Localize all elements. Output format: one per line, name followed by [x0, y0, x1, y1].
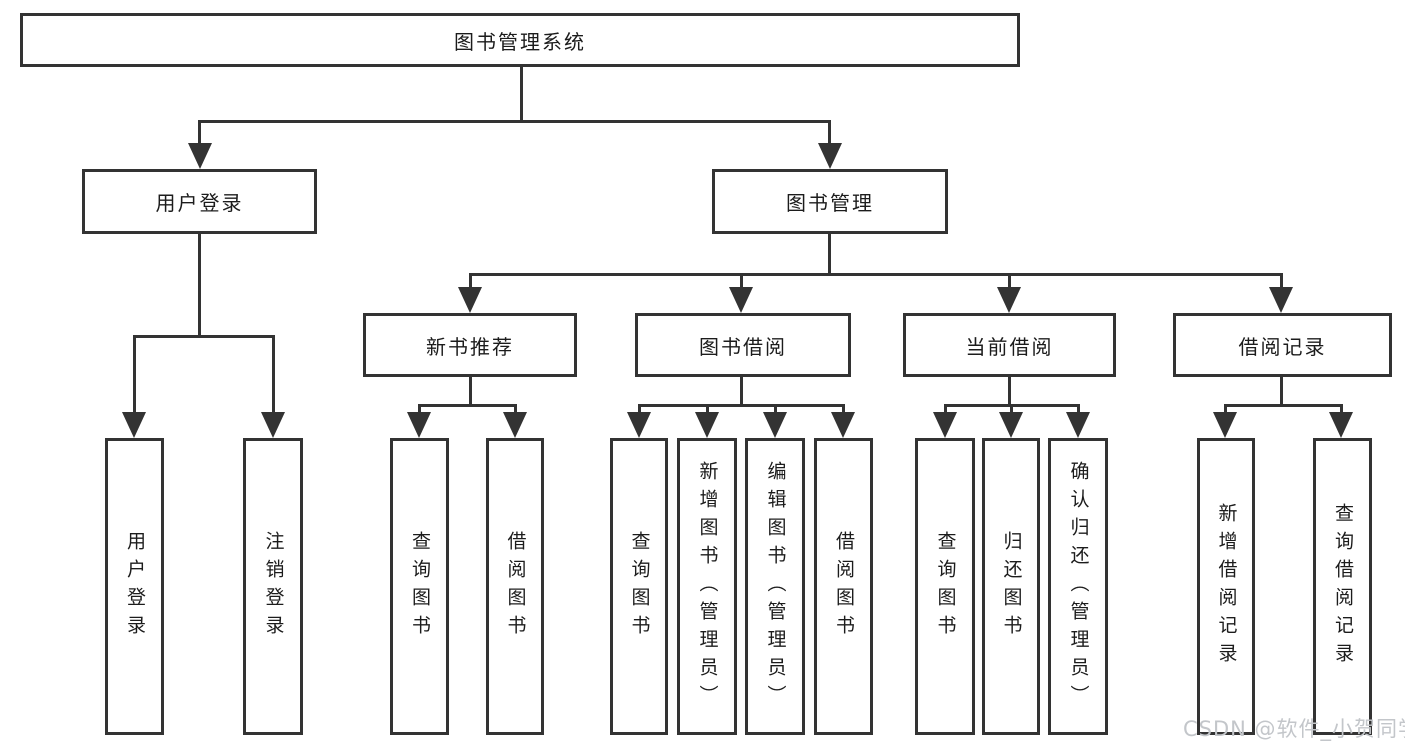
- arrow-down-icon: [1329, 412, 1353, 438]
- connector-book-management-stem: [828, 233, 831, 276]
- node-book-management: 图书管理: [712, 169, 948, 234]
- node-label: 注销登录: [262, 530, 285, 643]
- node-label: 确认归还（管理员）: [1067, 460, 1090, 713]
- node-label: 图书管理系统: [454, 29, 586, 54]
- node-label: 查询借阅记录: [1332, 502, 1354, 671]
- connector-drop-book-borrowing: [740, 273, 743, 291]
- connector-user-login-bar: [133, 335, 275, 338]
- arrow-down-icon: [933, 412, 957, 438]
- connector-drop-leaf: [1224, 404, 1227, 416]
- arrow-down-icon: [1066, 412, 1090, 438]
- leaf-query-borrow-record: 查询借阅记录: [1313, 438, 1372, 735]
- connector-level3-bar: [469, 273, 1283, 276]
- node-label: 图书管理: [786, 191, 874, 215]
- node-label: 用户登录: [155, 191, 244, 215]
- connector-drop-leaf: [1077, 404, 1080, 416]
- connector-drop-user-login: [198, 120, 201, 146]
- connector-book-borrowing-bar: [638, 404, 844, 407]
- connector-drop-leaf: [418, 404, 421, 416]
- connector-level2-bar: [198, 120, 831, 123]
- leaf-query-book-current: 查询图书: [915, 438, 975, 735]
- leaf-user-login: 用户登录: [105, 438, 164, 735]
- connector-drop-leaf: [1010, 404, 1013, 416]
- node-label: 新增借阅记录: [1215, 502, 1238, 671]
- leaf-add-borrow-record: 新增借阅记录: [1197, 438, 1255, 735]
- node-label: 查询图书: [628, 530, 651, 643]
- connector-drop-new-book-recommend: [469, 273, 472, 291]
- connector-drop-leaf: [514, 404, 517, 416]
- connector-user-login-stem: [198, 233, 201, 338]
- node-label: 借阅图书: [833, 530, 855, 643]
- node-label: 借阅记录: [1238, 334, 1327, 359]
- connector-current-borrowing-stem: [1008, 377, 1011, 407]
- leaf-edit-book-admin: 编辑图书（管理员）: [745, 438, 805, 735]
- arrow-down-icon: [407, 412, 431, 438]
- node-label: 图书借阅: [699, 334, 787, 359]
- arrow-down-icon: [831, 412, 855, 438]
- leaf-confirm-return-admin: 确认归还（管理员）: [1048, 438, 1108, 735]
- connector-borrowing-records-stem: [1280, 377, 1283, 407]
- connector-root-stem: [520, 66, 523, 123]
- arrow-down-icon: [695, 412, 719, 438]
- connector-drop-leaf: [638, 404, 641, 416]
- connector-borrowing-records-bar: [1224, 404, 1343, 407]
- node-label: 用户登录: [124, 530, 146, 643]
- connector-drop-leaf: [706, 404, 709, 416]
- arrow-down-icon: [627, 412, 651, 438]
- node-user-login: 用户登录: [82, 169, 317, 234]
- connector-new-book-recommend-bar: [418, 404, 517, 407]
- arrow-down-icon: [503, 412, 527, 438]
- node-label: 编辑图书（管理员）: [764, 460, 787, 713]
- connector-drop-leaf: [842, 404, 845, 416]
- arrow-down-icon: [188, 143, 212, 169]
- node-new-book-recommend: 新书推荐: [363, 313, 577, 377]
- node-library-management-system: 图书管理系统: [20, 13, 1020, 67]
- connector-drop-leaf-user-login: [133, 335, 136, 415]
- leaf-add-book-admin: 新增图书（管理员）: [677, 438, 737, 735]
- leaf-borrow-book: 借阅图书: [814, 438, 873, 735]
- node-label: 新书推荐: [426, 334, 514, 359]
- leaf-logout: 注销登录: [243, 438, 303, 735]
- node-label: 归还图书: [1000, 530, 1023, 643]
- arrow-down-icon: [997, 287, 1021, 313]
- connector-drop-book-management: [828, 120, 831, 146]
- arrow-down-icon: [458, 287, 482, 313]
- leaf-borrow-book-recommend: 借阅图书: [486, 438, 544, 735]
- node-label: 当前借阅: [965, 334, 1054, 359]
- arrow-down-icon: [122, 412, 146, 438]
- connector-drop-borrowing-records: [1280, 273, 1283, 291]
- arrow-down-icon: [729, 287, 753, 313]
- connector-drop-leaf: [1340, 404, 1343, 416]
- connector-drop-leaf-logout: [272, 335, 275, 415]
- node-label: 查询图书: [934, 530, 957, 643]
- node-borrowing-records: 借阅记录: [1173, 313, 1392, 377]
- node-book-borrowing: 图书借阅: [635, 313, 851, 377]
- node-label: 查询图书: [409, 530, 431, 643]
- leaf-return-book: 归还图书: [982, 438, 1040, 735]
- arrow-down-icon: [763, 412, 787, 438]
- leaf-query-book-borrowing: 查询图书: [610, 438, 668, 735]
- connector-new-book-recommend-stem: [469, 377, 472, 407]
- leaf-query-book-recommend: 查询图书: [390, 438, 449, 735]
- node-label: 新增图书（管理员）: [696, 460, 719, 713]
- connector-drop-leaf: [944, 404, 947, 416]
- node-current-borrowing: 当前借阅: [903, 313, 1116, 377]
- arrow-down-icon: [818, 143, 842, 169]
- arrow-down-icon: [1213, 412, 1237, 438]
- connector-drop-leaf: [774, 404, 777, 416]
- csdn-watermark: CSDN @软件_小贺同学: [1183, 717, 1405, 741]
- arrow-down-icon: [1269, 287, 1293, 313]
- connector-drop-current-borrowing: [1008, 273, 1011, 291]
- arrow-down-icon: [999, 412, 1023, 438]
- arrow-down-icon: [261, 412, 285, 438]
- connector-book-borrowing-stem: [740, 377, 743, 407]
- node-label: 借阅图书: [504, 530, 527, 643]
